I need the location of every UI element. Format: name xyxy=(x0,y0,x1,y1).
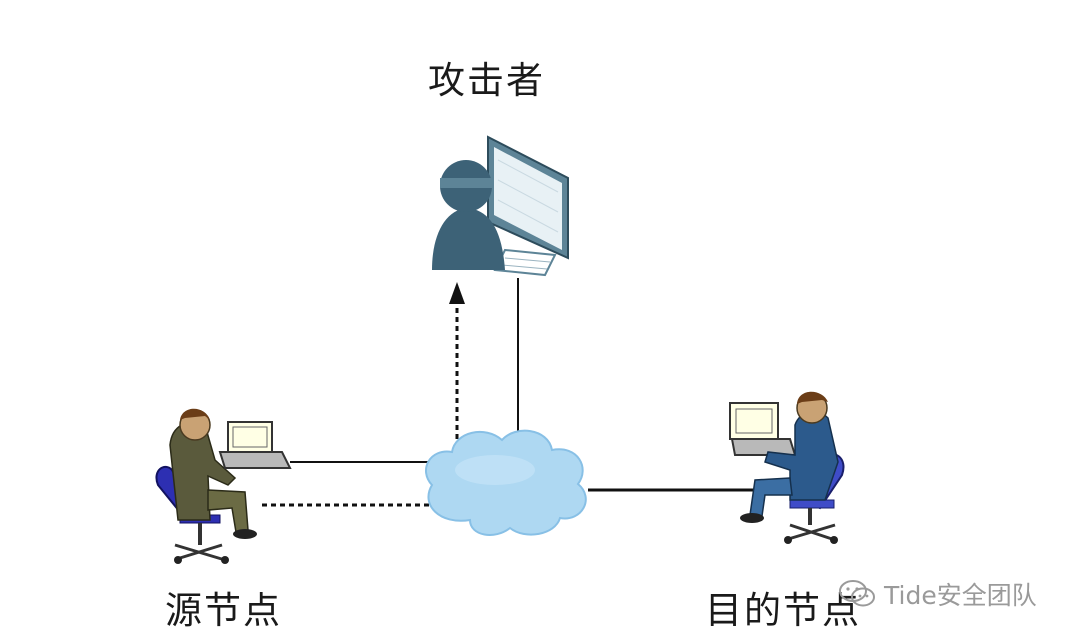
watermark-text: Tide安全团队 xyxy=(884,581,1037,610)
destination-node-label: 目的节点 xyxy=(705,589,861,632)
source-node-label: 源节点 xyxy=(165,589,282,632)
source-user-icon xyxy=(155,408,292,564)
attacker-label: 攻击者 xyxy=(428,59,545,102)
attacker-icon xyxy=(432,135,569,277)
source-to-attacker-dashed-path xyxy=(262,298,459,507)
network-cloud-icon xyxy=(425,429,587,536)
destination-user-icon xyxy=(729,391,845,544)
watermark: Tide安全团队 xyxy=(838,576,1037,612)
arrow-head-icon xyxy=(449,282,465,304)
wechat-logo-icon xyxy=(839,580,875,607)
